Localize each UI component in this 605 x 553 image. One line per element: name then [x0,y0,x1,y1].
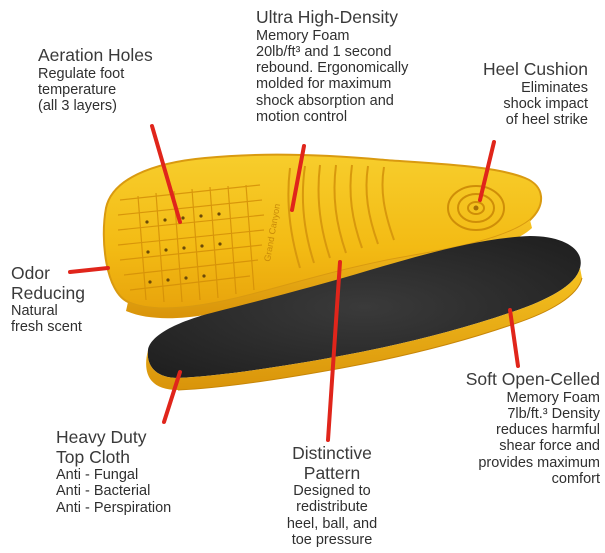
heavy-duty-title-line: Heavy Duty [56,428,171,448]
pattern-title-line: Pattern [258,464,406,484]
heavy-duty-title-line: Top Cloth [56,448,171,468]
memory-foam-desc-line: motion control [256,109,408,125]
odor-desc-line: fresh scent [11,319,85,335]
odor-title-line: Reducing [11,284,85,304]
soft-cell-desc-line: shear force and [428,438,600,454]
soft-cell-title-line: Memory Foam [428,390,600,406]
heel-cushion-desc-line: of heel strike [456,112,588,128]
odor-title-line: Odor [11,264,85,284]
pattern-title-line: Distinctive [258,444,406,464]
memory-foam-desc-line: rebound. Ergonomically [256,60,408,76]
aeration-desc-line: temperature [38,82,153,98]
pattern-desc-line: heel, ball, and [258,516,406,532]
callout-distinctive-pattern: Distinctive Pattern Designed to redistri… [258,444,406,548]
odor-desc-line: Natural [11,303,85,319]
aeration-desc-line: Regulate foot [38,66,153,82]
aeration-title: Aeration Holes [38,46,153,66]
soft-cell-desc-line: comfort [428,471,600,487]
callout-memory-foam: Ultra High-Density Memory Foam 20lb/ft³ … [256,8,408,125]
pattern-desc-line: redistribute [258,499,406,515]
callout-heel-cushion: Heel Cushion Eliminates shock impact of … [456,60,588,128]
soft-cell-desc-line: 7lb/ft.³ Density [428,406,600,422]
pattern-desc-line: Designed to [258,483,406,499]
heavy-duty-desc-line: Anti - Perspiration [56,500,171,516]
heavy-duty-desc-line: Anti - Bacterial [56,483,171,499]
callout-aeration-holes: Aeration Holes Regulate foot temperature… [38,46,153,114]
pattern-desc-line: toe pressure [258,532,406,548]
heavy-duty-desc-line: Anti - Fungal [56,467,171,483]
soft-cell-desc-line: provides maximum [428,455,600,471]
soft-cell-title-line: Soft Open-Celled [428,370,600,390]
memory-foam-title-line: Ultra High-Density [256,8,408,28]
aeration-desc-line: (all 3 layers) [38,98,153,114]
memory-foam-desc-line: shock absorption and [256,93,408,109]
callout-soft-open-celled-foam: Soft Open-Celled Memory Foam 7lb/ft.³ De… [428,370,600,487]
memory-foam-title-line: Memory Foam [256,28,408,44]
memory-foam-desc-line: 20lb/ft³ and 1 second [256,44,408,60]
heel-cushion-title: Heel Cushion [456,60,588,80]
heel-cushion-desc-line: shock impact [456,96,588,112]
heel-cushion-desc-line: Eliminates [456,80,588,96]
callout-heavy-duty-top-cloth: Heavy Duty Top Cloth Anti - Fungal Anti … [56,428,171,516]
soft-cell-desc-line: reduces harmful [428,422,600,438]
callout-odor-reducing: Odor Reducing Natural fresh scent [11,264,85,336]
memory-foam-desc-line: molded for maximum [256,76,408,92]
